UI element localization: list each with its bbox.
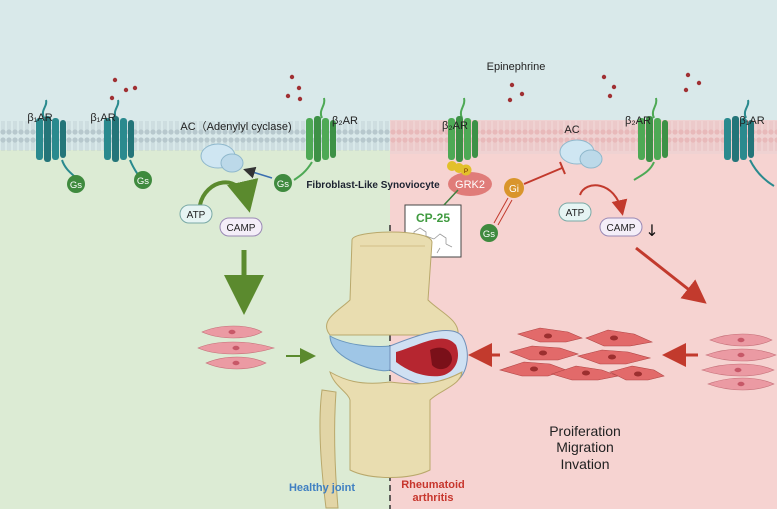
- grk2-kinase: [448, 172, 492, 196]
- camp-label-ra: CAMP: [607, 223, 636, 234]
- gs-protein-3: [274, 174, 292, 192]
- camp-decrease-arrow: ↓: [645, 221, 658, 240]
- gs-protein-1: [67, 175, 85, 193]
- b1ar-receptor-ra: [724, 99, 775, 187]
- grk2-label: GRK2: [455, 179, 485, 191]
- ac-full-label: AC（Adenylyl cyclase): [180, 120, 291, 133]
- gi-protein: [504, 178, 524, 198]
- epinephrine-molecules: [109, 72, 702, 103]
- b1ar-label-2: β₁AR: [90, 112, 115, 124]
- epinephrine-label: Epinephrine: [487, 61, 546, 73]
- atp-to-camp-curve: [198, 178, 259, 213]
- b2ar-receptor-healthy: [293, 97, 336, 181]
- gi-label: Gi: [509, 184, 519, 195]
- adenylyl-cyclase-ra: [559, 139, 603, 169]
- camp-pill-ra: [599, 217, 643, 237]
- phospho-label: P: [464, 168, 468, 175]
- ra-fibroblasts-column: [701, 333, 777, 391]
- gi-inhibits-ac-line: [523, 167, 563, 185]
- b1ar-label-ra: β₁AR: [739, 115, 764, 127]
- atp-pill-healthy: [179, 204, 213, 224]
- gs-protein-2: [134, 171, 152, 189]
- gs-to-ac-arrow: [243, 166, 273, 179]
- b1ar-label-1: β₁AR: [27, 112, 52, 124]
- b1ar-receptor-2: [104, 99, 141, 179]
- gs-protein-ra: [480, 224, 498, 242]
- ac-label-ra: AC: [564, 124, 579, 136]
- outcome-proliferation: Proiferation: [549, 423, 621, 439]
- healthy-joint-label: Healthy joint: [289, 482, 355, 494]
- atp-label-ra: ATP: [566, 208, 585, 219]
- gs-label-1: Gs: [70, 180, 82, 191]
- adenylyl-cyclase-healthy: [200, 143, 244, 173]
- gs-label-2: Gs: [137, 176, 149, 187]
- gs-label-ra: Gs: [483, 229, 495, 240]
- b2ar-receptor-ra-1: [448, 97, 478, 162]
- ra-fibroblasts-cluster: [498, 327, 665, 381]
- ra-label-line2: arthritis: [413, 492, 454, 504]
- gs-label-3: Gs: [277, 179, 289, 190]
- b2ar-receptor-ra-2: [633, 97, 668, 181]
- gi-gs-link: [493, 197, 513, 226]
- b2ar-label-ra-1: β₂AR: [442, 120, 468, 132]
- gi-inhibition-bar: [559, 161, 566, 175]
- b2ar-label-healthy: β₂AR: [332, 115, 358, 127]
- camp-to-cells-arrow-ra: [635, 246, 707, 304]
- knee-joint-illustration: [319, 231, 468, 509]
- b1ar-receptor-1: [36, 99, 81, 183]
- cp25-label: CP-25: [416, 211, 450, 225]
- ra-label-line1: Rheumatoid: [401, 479, 465, 491]
- outcome-migration: Migration: [556, 439, 614, 455]
- camp-label-healthy: CAMP: [227, 223, 256, 234]
- b2ar-label-ra-2: β₂AR: [625, 115, 651, 127]
- atp-to-camp-curve-ra: [579, 184, 628, 216]
- phosphate-groups: P: [447, 161, 472, 176]
- camp-pill-healthy: [219, 217, 263, 237]
- healthy-fibroblasts: [197, 325, 276, 370]
- atp-label-healthy: ATP: [187, 210, 206, 221]
- cp25-to-grk2-line: [443, 189, 459, 206]
- fls-label: Fibroblast-Like Synoviocyte: [306, 180, 440, 191]
- atp-pill-ra: [558, 202, 592, 222]
- outcome-invasion: Invation: [560, 456, 609, 472]
